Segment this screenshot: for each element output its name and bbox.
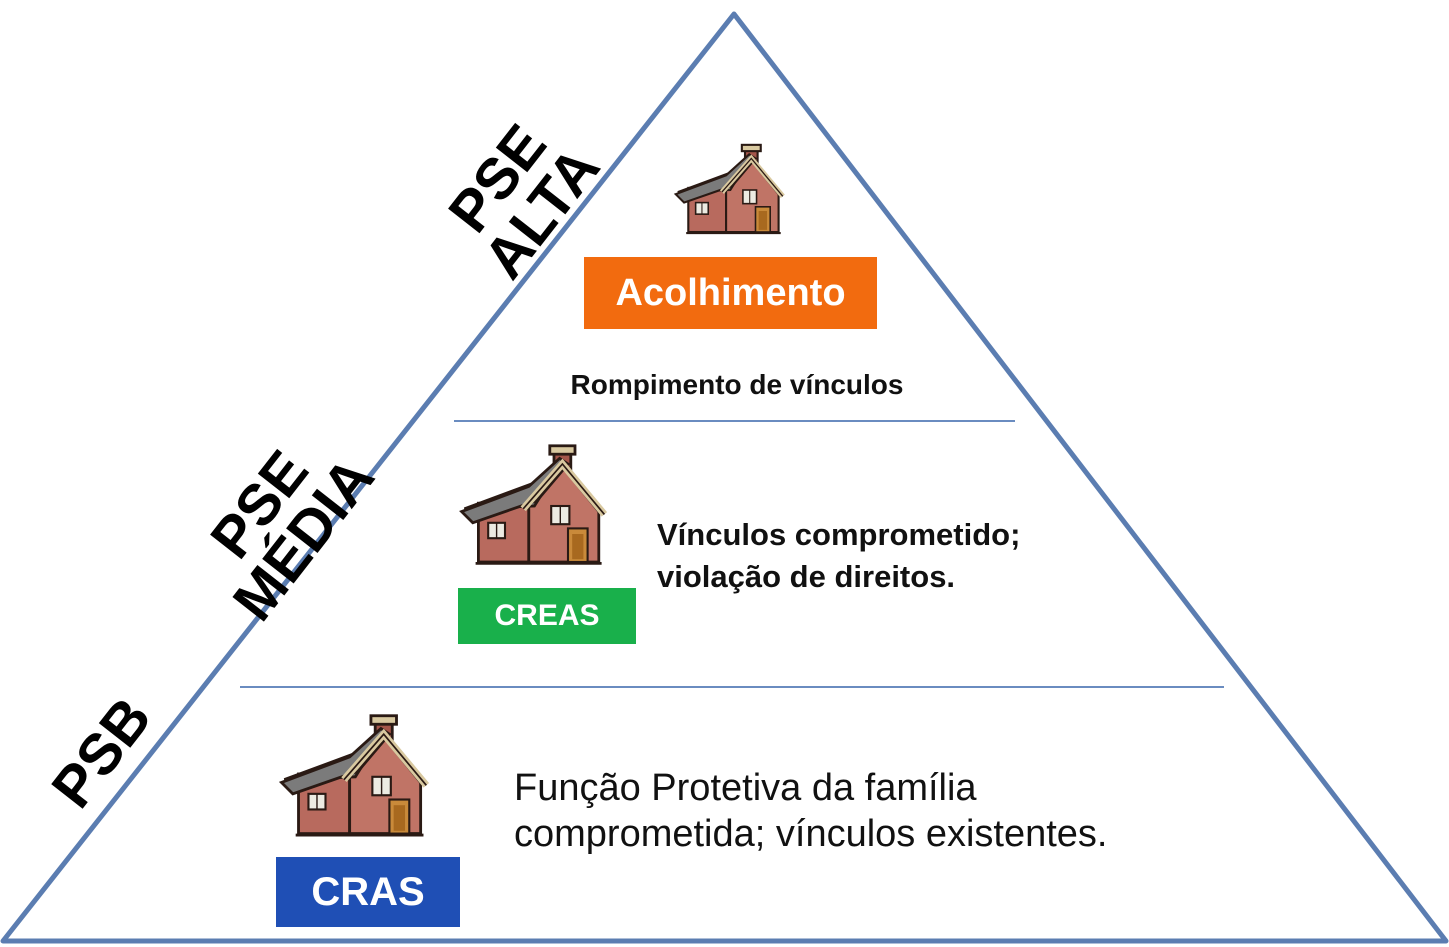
pyramid-outline — [0, 11, 1449, 944]
description-line: Função Protetiva da família — [514, 767, 977, 809]
description-basica: Função Protetiva da família comprometida… — [514, 765, 1194, 857]
service-box-acolhimento: Acolhimento — [584, 257, 877, 329]
description-alta: Rompimento de vínculos — [570, 369, 904, 400]
service-box-creas: CREAS — [458, 588, 636, 644]
description-line: violação de direitos. — [657, 559, 956, 594]
description-line: Vínculos comprometido; — [657, 517, 1021, 552]
service-box-cras: CRAS — [276, 857, 460, 927]
description-line: comprometida; vínculos existentes. — [514, 813, 1108, 855]
description-media: Vínculos comprometido; violação de direi… — [657, 514, 1217, 598]
